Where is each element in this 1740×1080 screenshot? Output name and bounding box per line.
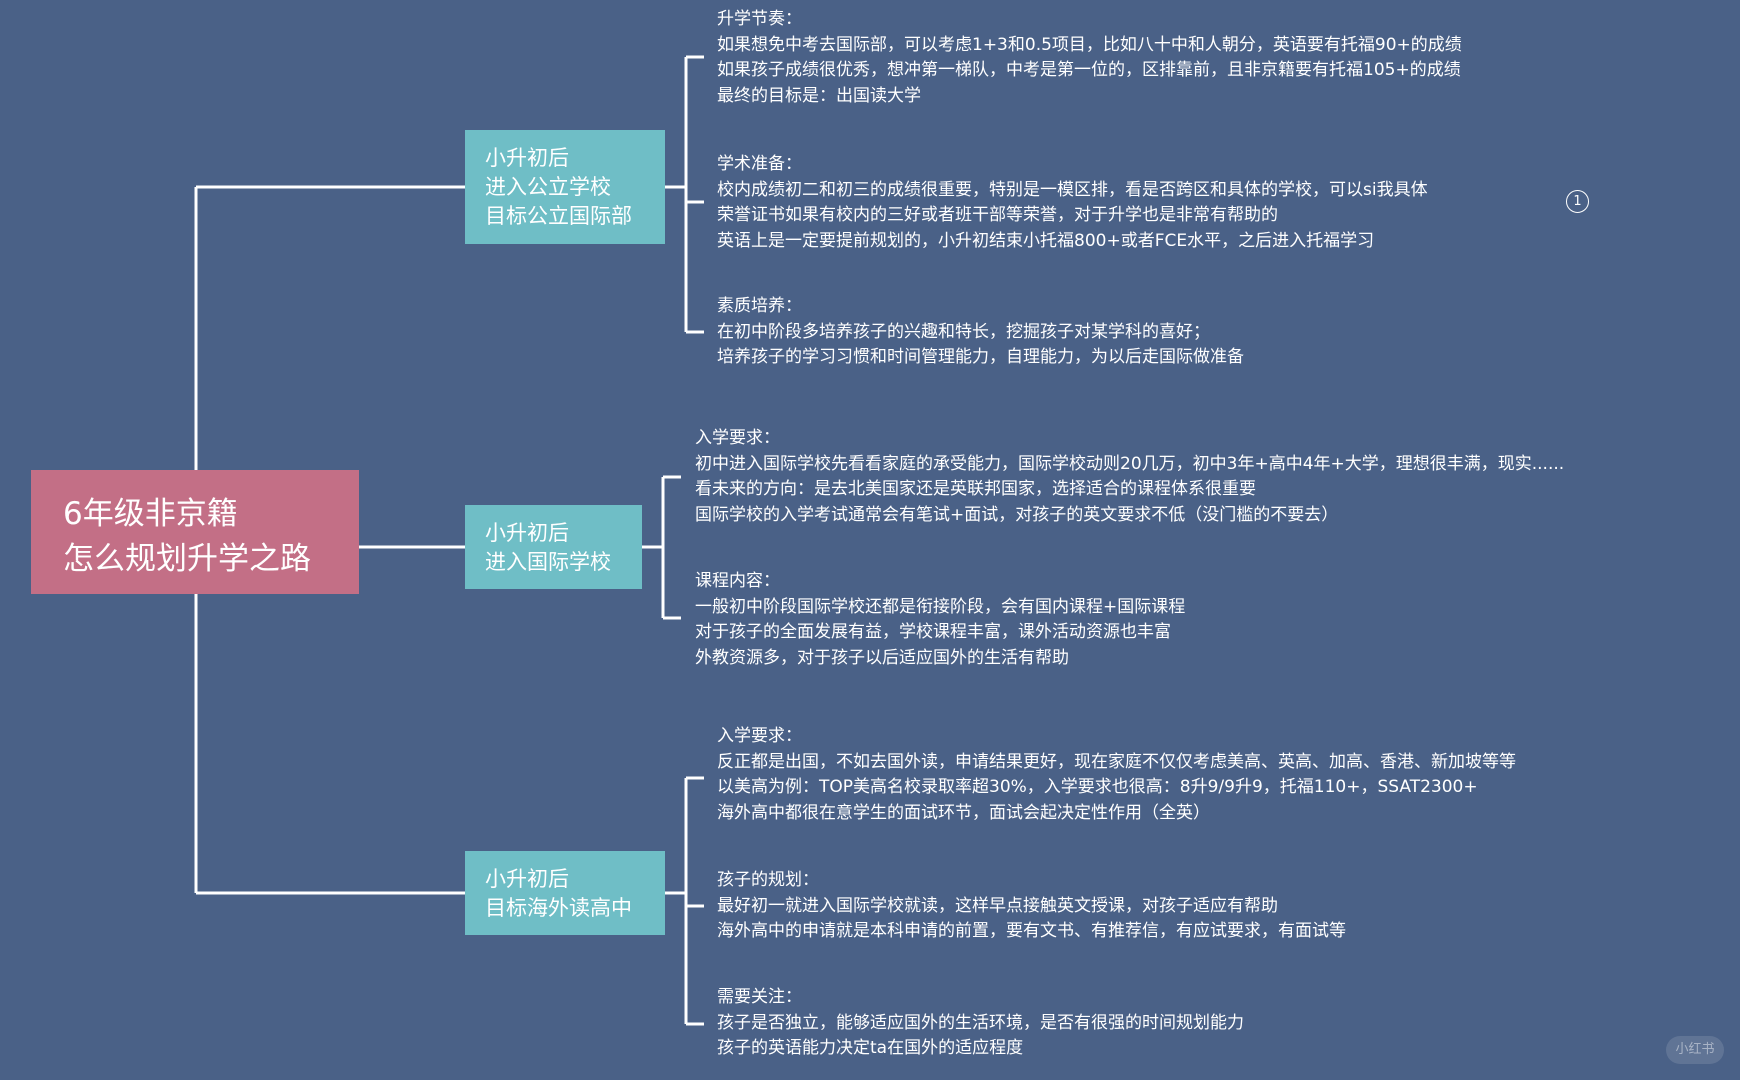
leaf-item: 外教资源多，对于孩子以后适应国外的生活有帮助 <box>695 647 1069 668</box>
leaf-item: 最终的目标是：出国读大学 <box>717 85 921 106</box>
leaf-item: 海外高中的申请就是本科申请的前置，要有文书、有推荐信，有应试要求，有面试等 <box>717 921 1346 942</box>
leaf-heading: 入学要求： <box>695 428 780 448</box>
leaf-child-planning: 孩子的规划： 最好初一就进入国际学校就读，这样早点接触英文授课，对孩子适应有帮助… <box>717 868 1346 945</box>
leaf-item: 以美高为例：TOP美高名校录取率超30%，入学要求也很高：8升9/9升9，托福1… <box>717 777 1478 798</box>
branch-line: 小升初后 <box>485 867 569 891</box>
leaf-item: 培养孩子的学习习惯和时间管理能力，自理能力，为以后走国际做准备 <box>717 347 1244 368</box>
watermark-logo: 小红书 <box>1666 1036 1724 1064</box>
leaf-heading: 孩子的规划： <box>717 870 819 890</box>
connector-branch-1-bracket <box>642 475 681 620</box>
branch-line: 目标公立国际部 <box>485 204 632 228</box>
branch-public-school: 小升初后 进入公立学校 目标公立国际部 <box>465 130 665 244</box>
leaf-heading: 入学要求： <box>717 726 802 746</box>
branch-international-school: 小升初后 进入国际学校 <box>465 505 642 589</box>
leaf-heading: 升学节奏： <box>717 9 802 29</box>
leaf-item: 最好初一就进入国际学校就读，这样早点接触英文授课，对孩子适应有帮助 <box>717 895 1278 916</box>
leaf-item: 校内成绩初二和初三的成绩很重要，特别是一模区排，看是否跨区和具体的学校，可以si… <box>717 179 1428 200</box>
leaf-heading: 课程内容： <box>695 571 780 591</box>
leaf-item: 如果想免中考去国际部，可以考虑1+3和0.5项目，比如八十中和人朝分，英语要有托… <box>717 34 1462 55</box>
leaf-item: 荣誉证书如果有校内的三好或者班干部等荣誉，对于升学也是非常有帮助的 <box>717 205 1278 226</box>
leaf-item: 看未来的方向：是去北美国家还是英联邦国家，选择适合的课程体系很重要 <box>695 479 1256 500</box>
leaf-item: 英语上是一定要提前规划的，小升初结束小托福800+或者FCE水平，之后进入托福学… <box>717 230 1375 251</box>
leaf-academic-prep: 学术准备： 校内成绩初二和初三的成绩很重要，特别是一模区排，看是否跨区和具体的学… <box>717 152 1428 254</box>
branch-line: 小升初后 <box>485 521 569 545</box>
connector-branch-2-bracket <box>665 776 704 1026</box>
root-topic-line: 6年级非京籍 <box>63 496 238 532</box>
leaf-quality-development: 素质培养： 在初中阶段多培养孩子的兴趣和特长，挖掘孩子对某学科的喜好； 培养孩子… <box>717 294 1244 371</box>
leaf-heading: 学术准备： <box>717 154 802 174</box>
leaf-things-to-watch: 需要关注： 孩子是否独立，能够适应国外的生活环境，是否有很强的时间规划能力 孩子… <box>717 985 1244 1062</box>
leaf-admission-requirements: 入学要求： 初中进入国际学校先看看家庭的承受能力，国际学校动则20几万，初中3年… <box>695 426 1564 528</box>
leaf-item: 海外高中都很在意学生的面试环节，面试会起决定性作用（全英） <box>717 802 1210 823</box>
leaf-item: 一般初中阶段国际学校还都是衔接阶段，会有国内课程+国际课程 <box>695 596 1186 617</box>
leaf-item: 初中进入国际学校先看看家庭的承受能力，国际学校动则20几万，初中3年+高中4年+… <box>695 453 1565 474</box>
root-topic: 6年级非京籍 怎么规划升学之路 <box>31 470 359 594</box>
leaf-item: 在初中阶段多培养孩子的兴趣和特长，挖掘孩子对某学科的喜好； <box>717 321 1210 342</box>
branch-overseas-high-school: 小升初后 目标海外读高中 <box>465 851 665 935</box>
leaf-overseas-admission: 入学要求： 反正都是出国，不如去国外读，申请结果更好，现在家庭不仅仅考虑美高、英… <box>717 724 1516 826</box>
branch-line: 进入国际学校 <box>485 550 611 574</box>
branch-line: 目标海外读高中 <box>485 896 632 920</box>
leaf-item: 如果孩子成绩很优秀，想冲第一梯队，中考是第一位的，区排靠前，且非京籍要有托福10… <box>717 60 1461 81</box>
leaf-item: 反正都是出国，不如去国外读，申请结果更好，现在家庭不仅仅考虑美高、英高、加高、香… <box>717 751 1516 772</box>
leaf-heading: 素质培养： <box>717 296 802 316</box>
connector-branch-0-bracket <box>665 55 704 334</box>
leaf-course-content: 课程内容： 一般初中阶段国际学校还都是衔接阶段，会有国内课程+国际课程 对于孩子… <box>695 569 1185 671</box>
branch-line: 小升初后 <box>485 146 569 170</box>
leaf-progression-rhythm: 升学节奏： 如果想免中考去国际部，可以考虑1+3和0.5项目，比如八十中和人朝分… <box>717 7 1462 109</box>
leaf-item: 孩子是否独立，能够适应国外的生活环境，是否有很强的时间规划能力 <box>717 1012 1244 1033</box>
note-badge-icon[interactable]: 1 <box>1566 190 1589 213</box>
leaf-item: 孩子的英语能力决定ta在国外的适应程度 <box>717 1038 1024 1059</box>
leaf-item: 国际学校的入学考试通常会有笔试+面试，对孩子的英文要求不低（没门槛的不要去） <box>695 504 1339 525</box>
root-topic-line: 怎么规划升学之路 <box>63 541 311 577</box>
leaf-heading: 需要关注： <box>717 987 802 1007</box>
branch-line: 进入公立学校 <box>485 175 611 199</box>
leaf-item: 对于孩子的全面发展有益，学校课程丰富，课外活动资源也丰富 <box>695 622 1171 643</box>
